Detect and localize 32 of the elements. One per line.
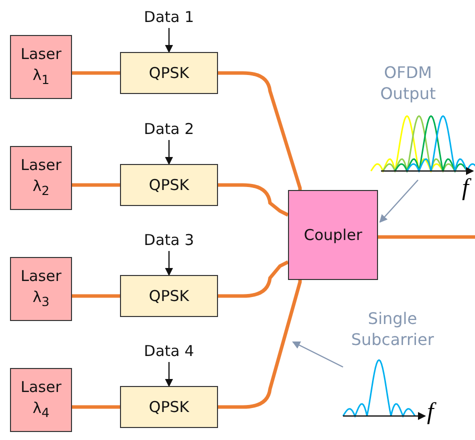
laser-box: Laser λ$_{4}$ bbox=[10, 368, 72, 432]
arrow bbox=[165, 28, 173, 53]
callout-text: Single Subcarrier bbox=[340, 303, 445, 355]
laser-box: Laser λ$_{1}$ bbox=[10, 35, 72, 99]
input-label: Data 3 bbox=[134, 229, 204, 251]
arrow bbox=[165, 251, 173, 276]
fiber-line bbox=[378, 235, 475, 239]
laser-box: Laser λ$_{3}$ bbox=[10, 257, 72, 321]
arrow bbox=[165, 140, 173, 165]
modulator-box: QPSK bbox=[120, 275, 218, 317]
fiber-line bbox=[72, 71, 120, 75]
fiber-line bbox=[72, 183, 120, 187]
fiber-line bbox=[218, 183, 289, 217]
modulator-box: QPSK bbox=[120, 52, 218, 94]
laser-box: Laser λ$_{2}$ bbox=[10, 146, 72, 210]
coupler-box: Coupler bbox=[288, 190, 378, 280]
modulator-box: QPSK bbox=[120, 164, 218, 206]
leader-line bbox=[379, 180, 418, 223]
axis-label: f bbox=[462, 176, 469, 200]
leader-line bbox=[292, 341, 344, 368]
input-label: Data 2 bbox=[134, 118, 204, 140]
fiber-line bbox=[218, 280, 302, 409]
fiber-line bbox=[72, 294, 120, 298]
fiber-line bbox=[218, 260, 289, 298]
axis-label: f bbox=[427, 400, 434, 424]
fiber-line bbox=[218, 71, 302, 190]
callout-text: OFDM Output bbox=[379, 62, 437, 104]
arrow bbox=[165, 362, 173, 387]
input-label: Data 4 bbox=[134, 340, 204, 362]
fiber-line bbox=[72, 405, 120, 409]
modulator-box: QPSK bbox=[120, 386, 218, 428]
input-label: Data 1 bbox=[134, 6, 204, 28]
